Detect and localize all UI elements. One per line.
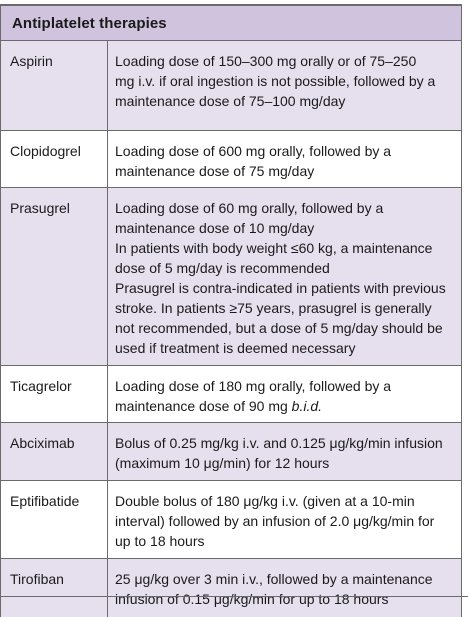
dose-cell: 25 μg/kg over 3 min i.v., followed by a … [108,559,461,617]
dose-line-prefix: maintenance dose of 90 mg [115,398,292,414]
dose-line: Loading dose of 60 mg orally, followed b… [115,200,384,216]
drug-name: Ticagrelor [1,366,108,422]
dose-line: dose of 5 mg/day is recommended [115,260,330,276]
table-row-abciximab: Abciximab Bolus of 0.25 mg/kg i.v. and 0… [1,423,461,481]
dose-line: maintenance dose of 75 mg/day [115,163,315,179]
dose-cell: Loading dose of 180 mg orally, followed … [108,366,461,422]
table-row-eptifibatide: Eptifibatide Double bolus of 180 μg/kg i… [1,481,461,559]
dose-line: Prasugrel is contra-indicated in patient… [115,280,446,296]
drug-name: Aspirin [1,41,108,130]
dose-cell: Double bolus of 180 μg/kg i.v. (given at… [108,481,461,558]
table-row-clopidogrel: Clopidogrel Loading dose of 600 mg orall… [1,131,461,188]
dose-line: Loading dose of 180 mg orally, followed … [115,378,392,394]
dose-line: mg i.v. if oral ingestion is not possibl… [115,73,436,89]
table-row-aspirin: Aspirin Loading dose of 150–300 mg orall… [1,41,461,131]
dose-cell: Loading dose of 600 mg orally, followed … [108,131,461,187]
dose-line: Loading dose of 600 mg orally, followed … [115,143,392,159]
dose-line: infusion of 0.15 μg/kg/min for up to 18 … [115,591,389,607]
drug-name: Abciximab [1,423,108,480]
table-row-ticagrelor: Ticagrelor Loading dose of 180 mg orally… [1,366,461,423]
table-header: Antiplatelet therapies [1,6,461,41]
dose-line: 25 μg/kg over 3 min i.v., followed by a … [115,571,433,587]
dose-line: Loading dose of 150–300 mg orally or of … [115,53,417,69]
dosing-frequency: b.i.d. [291,398,323,414]
dose-line: stroke. In patients ≥75 years, prasugrel… [115,300,432,316]
dose-line: (maximum 10 μg/min) for 12 hours [115,455,330,471]
dose-line: not recommended, but a dose of 5 mg/day … [115,320,443,336]
dose-line: up to 18 hours [115,533,205,549]
table-title: Antiplatelet therapies [12,14,167,32]
dose-line: maintenance dose of 90 mg b.i.d. [115,396,455,416]
drug-name: Clopidogrel [1,131,108,187]
table-row-prasugrel: Prasugrel Loading dose of 60 mg orally, … [1,188,461,366]
table-row-tirofiban: Tirofiban 25 μg/kg over 3 min i.v., foll… [1,559,461,617]
dose-line: Double bolus of 180 μg/kg i.v. (given at… [115,493,415,509]
drug-name: Prasugrel [1,188,108,365]
table-bottom-rule [0,596,468,597]
dose-line: interval) followed by an infusion of 2.0… [115,513,435,529]
dose-line: In patients with body weight ≤60 kg, a m… [115,240,433,256]
drug-name: Tirofiban [1,559,108,617]
dose-cell: Loading dose of 60 mg orally, followed b… [108,188,461,365]
dose-line: used if treatment is deemed necessary [115,340,356,356]
dose-line: Bolus of 0.25 mg/kg i.v. and 0.125 μg/kg… [115,435,443,451]
drug-name: Eptifibatide [1,481,108,558]
dose-cell: Loading dose of 150–300 mg orally or of … [108,41,461,130]
dose-line: maintenance dose of 75–100 mg/day [115,93,346,109]
dose-cell: Bolus of 0.25 mg/kg i.v. and 0.125 μg/kg… [108,423,461,480]
dose-line: maintenance dose of 10 mg/day [115,220,315,236]
antiplatelet-table: Antiplatelet therapies Aspirin Loading d… [0,4,462,617]
